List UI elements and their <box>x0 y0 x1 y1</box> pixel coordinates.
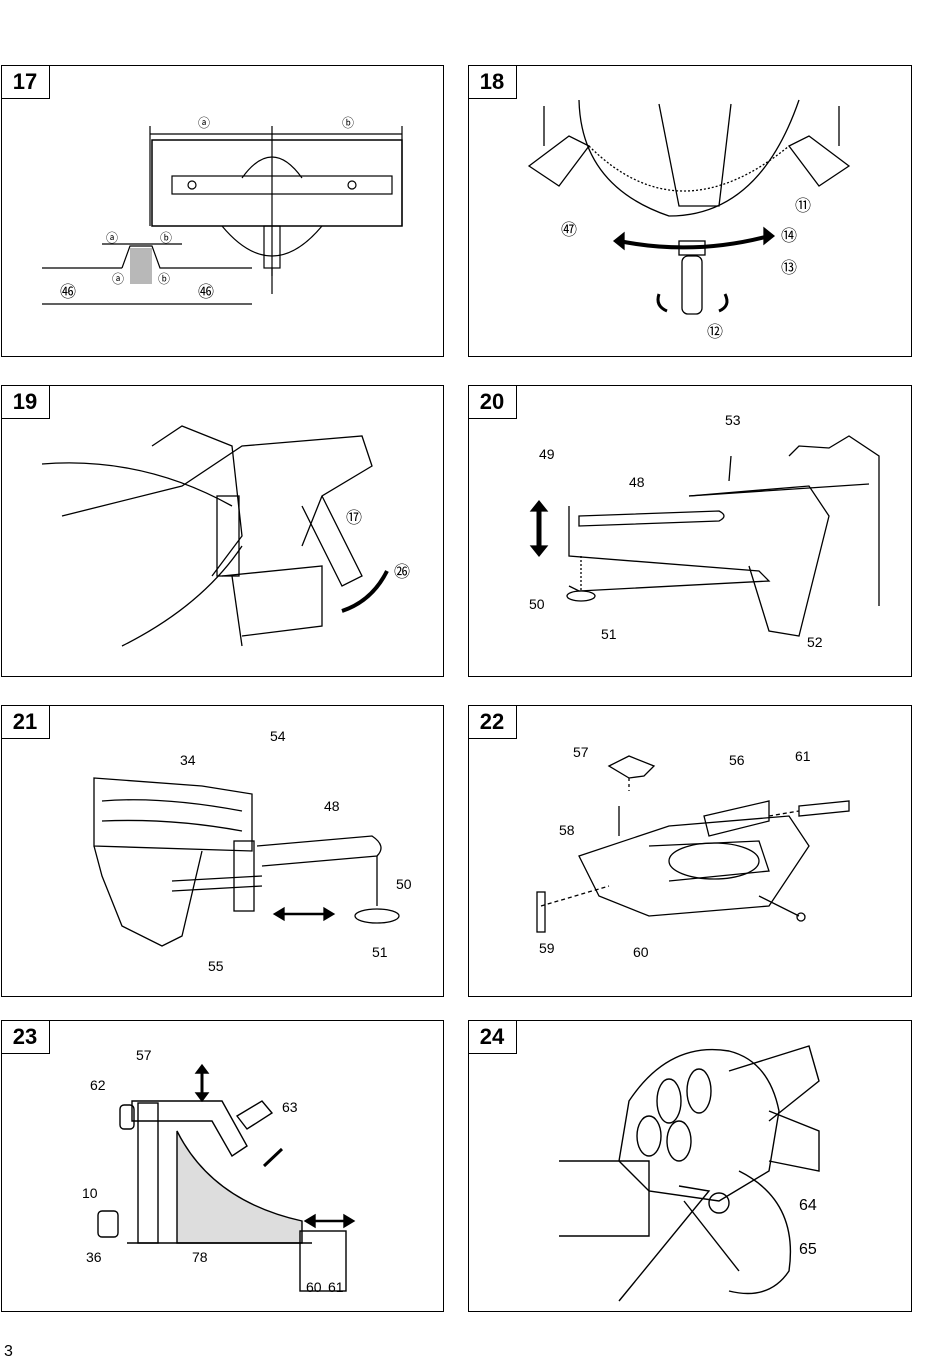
figure-24: 24 64 65 <box>468 1020 912 1312</box>
figure-22-drawing <box>536 755 850 933</box>
figure-number: 24 <box>469 1021 517 1054</box>
figure-number: 21 <box>2 706 50 739</box>
label-50: 50 <box>396 876 412 892</box>
figure-20-drawing <box>529 435 880 637</box>
figure-20: 20 53 49 48 50 51 52 <box>468 385 912 677</box>
label-a-mid: ⓐ <box>106 231 119 245</box>
figure-number: 19 <box>2 386 50 419</box>
label-56: 56 <box>729 752 745 768</box>
label-50: 50 <box>529 596 545 612</box>
label-11: ⑪ <box>795 198 812 215</box>
label-46-left: ㊻ <box>60 284 77 301</box>
figure-number: 20 <box>469 386 517 419</box>
figure-24-drawing <box>559 1045 820 1302</box>
label-52: 52 <box>807 634 823 650</box>
label-60: 60 <box>306 1279 322 1295</box>
label-36: 36 <box>86 1249 102 1265</box>
label-12: ⑫ <box>707 324 724 341</box>
label-49: 49 <box>539 446 555 462</box>
label-58: 58 <box>559 822 575 838</box>
figure-23-drawing <box>97 1063 356 1292</box>
label-10: 10 <box>82 1185 98 1201</box>
label-53: 53 <box>725 412 741 428</box>
figure-21-drawing <box>93 777 400 947</box>
label-51: 51 <box>601 626 617 642</box>
label-14: ⑭ <box>781 228 798 245</box>
figure-number: 17 <box>2 66 50 99</box>
label-a-low: ⓐ <box>112 272 125 286</box>
figure-18-drawing <box>527 99 851 315</box>
label-13: ⑬ <box>781 260 798 277</box>
label-78: 78 <box>192 1249 208 1265</box>
label-b-mid: ⓑ <box>160 231 173 245</box>
label-64: 64 <box>799 1197 817 1214</box>
label-62: 62 <box>90 1077 106 1093</box>
label-17: ⑰ <box>346 510 363 527</box>
label-b-top: ⓑ <box>342 116 355 130</box>
label-60: 60 <box>633 944 649 960</box>
label-61: 61 <box>795 748 811 764</box>
figure-23: 23 57 62 63 10 36 78 60 61 <box>1 1020 444 1312</box>
figure-number: 22 <box>469 706 517 739</box>
figure-22: 22 57 56 61 58 59 60 <box>468 705 912 997</box>
label-54: 54 <box>270 728 286 744</box>
label-57: 57 <box>136 1047 152 1063</box>
figure-19-drawing <box>41 425 389 647</box>
label-61: 61 <box>328 1279 344 1295</box>
label-48: 48 <box>324 798 340 814</box>
label-63: 63 <box>282 1099 298 1115</box>
label-34: 34 <box>180 752 196 768</box>
label-b-low: ⓑ <box>158 272 171 286</box>
label-46-right: ㊻ <box>198 284 215 301</box>
label-65: 65 <box>799 1241 817 1258</box>
label-55: 55 <box>208 958 224 974</box>
label-a-top: ⓐ <box>198 116 211 130</box>
figure-19: 19 ⑰ ㉖ <box>1 385 444 677</box>
figure-17-drawing <box>42 126 403 305</box>
label-51: 51 <box>372 944 388 960</box>
label-47: ㊼ <box>561 222 578 239</box>
figure-number: 23 <box>2 1021 50 1054</box>
label-57: 57 <box>573 744 589 760</box>
figure-17: 17 ⓐ ⓑ ⓐ ⓑ ⓐ ⓑ ㊻ ㊻ <box>1 65 444 357</box>
label-26: ㉖ <box>394 564 411 581</box>
page-number: 3 <box>4 1343 13 1360</box>
figure-18: 18 ㊼ ⑪ ⑭ ⑬ ⑫ <box>468 65 912 357</box>
label-59: 59 <box>539 940 555 956</box>
figure-number: 18 <box>469 66 517 99</box>
figure-21: 21 34 54 48 50 51 55 <box>1 705 444 997</box>
label-48: 48 <box>629 474 645 490</box>
